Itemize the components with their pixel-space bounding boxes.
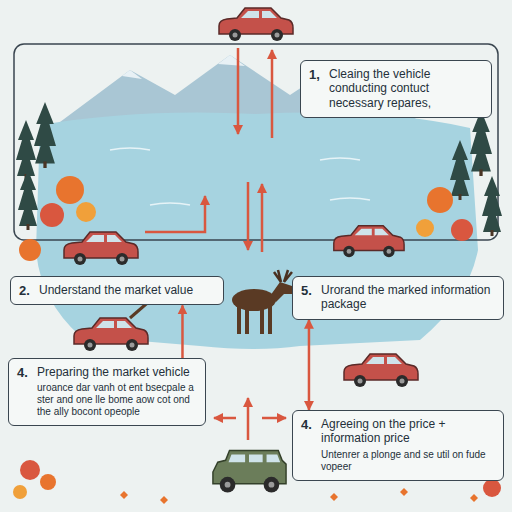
top-car: [219, 8, 293, 41]
flow-connector: [308, 320, 311, 410]
step-panel: 4. Preparing the market vehicle uroance da…: [8, 358, 206, 426]
step-body: uroance dar vanh ot ent bsecpale a ster …: [37, 382, 197, 418]
right-car: [334, 226, 404, 257]
step-number: 4.: [17, 365, 28, 381]
panel-frame: [14, 44, 498, 240]
step-title: Understand the market value: [39, 283, 215, 297]
preparing-car: [74, 318, 148, 351]
agreeing-car: [344, 354, 418, 387]
step-number: 1,: [309, 67, 320, 83]
step-body: Untenrer a plonge and se util on fude vo…: [321, 449, 495, 473]
step-panel: 4. Agreeing on the price + information pr…: [292, 410, 504, 481]
step-title: Agreeing on the price + information pric…: [321, 417, 495, 446]
ripples: [110, 148, 370, 205]
step-number: 5.: [301, 283, 312, 299]
moose: [232, 270, 294, 334]
left-car: [64, 232, 138, 265]
step-title: Preparing the market vehicle: [37, 365, 197, 379]
step-title: Cleaing the vehicle conducting contuct n…: [329, 67, 483, 110]
left-trees: [16, 102, 96, 261]
step-number: 4.: [301, 417, 312, 433]
flow-connector: [181, 305, 184, 358]
step-panel: 2. Understand the market value: [10, 276, 224, 305]
right-trees: [416, 110, 502, 241]
step-panel: 1, Cleaing the vehicle conducting contuct…: [300, 60, 492, 118]
step-title: Urorand the marked information package: [321, 283, 495, 312]
green-suv: [213, 451, 286, 493]
step-panel: 5. Urorand the marked information package: [292, 276, 504, 320]
step-number: 2.: [19, 283, 30, 299]
